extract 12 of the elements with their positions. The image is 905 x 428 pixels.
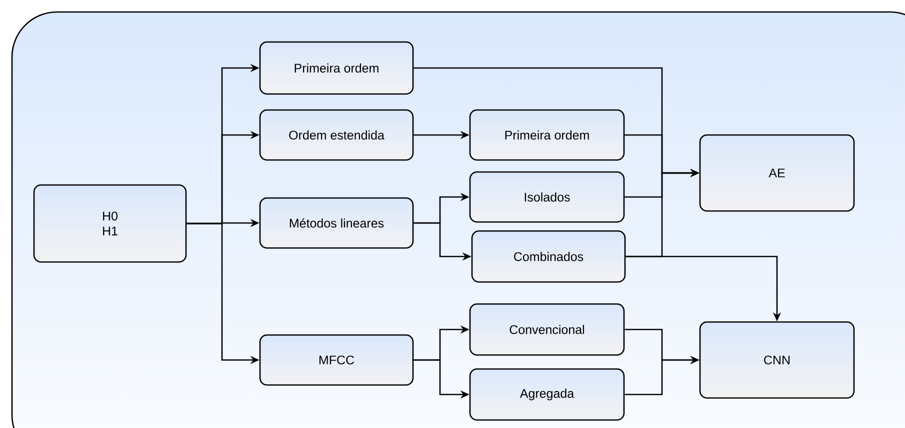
process-box: Isolados [469,171,625,223]
process-box: Métodos lineares [259,197,414,249]
process-box: Ordem estendida [259,109,414,161]
process-box: Convencional [469,303,625,356]
process-box: CNN [699,321,855,399]
process-box: Agregada [469,368,625,421]
process-box: Primeira ordem [469,109,625,161]
process-box: H0 H1 [33,184,187,263]
process-box: MFCC [259,334,414,386]
process-box: Combinados [471,230,626,283]
process-box: AE [699,134,855,212]
process-box: Primeira ordem [259,41,414,95]
